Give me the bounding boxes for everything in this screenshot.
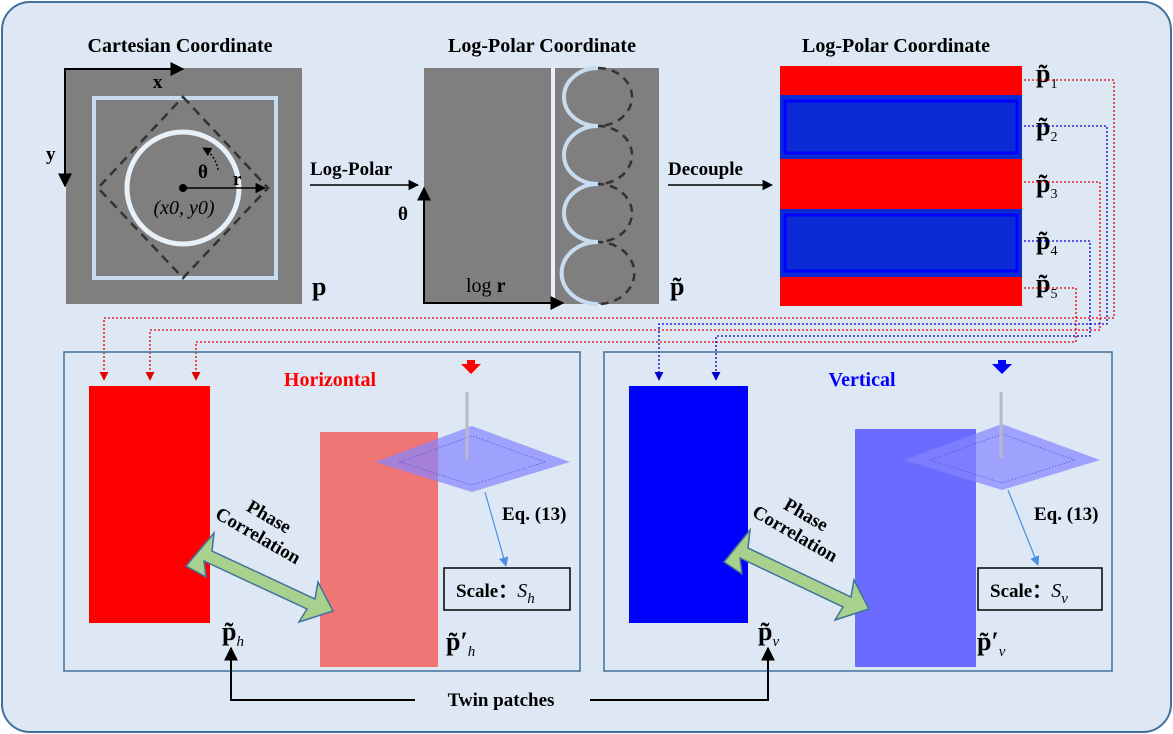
y-axis-label: y <box>46 144 56 165</box>
horizontal-patch-label: p̃h <box>222 617 244 650</box>
twin-arrow-left <box>224 646 415 701</box>
horizontal-peak-marker <box>461 364 481 374</box>
connector-strip1 <box>99 79 1115 381</box>
strip-2 <box>780 95 1022 159</box>
vertical-eq-label: Eq. (13) <box>1034 504 1098 525</box>
vertical-peak-marker <box>992 364 1012 374</box>
vertical-patch-label: p̃v <box>758 617 779 650</box>
twin-patches-label: Twin patches <box>448 690 555 711</box>
theta-label: θ <box>198 162 208 183</box>
twin-arrow-right <box>590 646 775 701</box>
strip-3 <box>780 159 1022 209</box>
vertical-peak-marker-stem <box>998 360 1006 365</box>
horizontal-title: Horizontal <box>284 369 377 391</box>
strip-4-inner <box>783 213 1019 273</box>
log-axis-label: log r <box>466 275 506 297</box>
cartesian-title: Cartesian Coordinate <box>88 35 273 57</box>
patch-p-label: p <box>312 272 326 301</box>
center-label: (x0, y0) <box>153 197 214 219</box>
scallop-dashed <box>597 66 636 306</box>
vertical-correlation-surface <box>904 392 1100 490</box>
logpolar-title-2: Log-Polar Coordinate <box>802 35 990 57</box>
strip-5 <box>780 277 1022 306</box>
vertical-title: Vertical <box>828 369 895 391</box>
logpolar-title-1: Log-Polar Coordinate <box>448 35 636 57</box>
connector-strip4 <box>711 240 1091 381</box>
strip-1-label: p̃1 <box>1036 59 1057 92</box>
logpolar-arrow-label: Log-Polar <box>310 159 393 180</box>
vertical-scale-text: Scale：Sv <box>990 580 1068 607</box>
horizontal-eq-arrow <box>484 491 509 567</box>
strip-4-label: p̃4 <box>1036 226 1057 259</box>
horizontal-phase-arrow <box>184 530 335 624</box>
strip-4 <box>780 209 1022 277</box>
scallop-solid <box>559 66 599 306</box>
horizontal-patch <box>89 386 210 623</box>
horizontal-panel <box>63 351 581 672</box>
horizontal-scale-text: Scale：Sh <box>456 580 535 607</box>
horizontal-eq-label: Eq. (13) <box>502 504 566 525</box>
logpolar-patch <box>424 68 659 304</box>
strip-2-inner <box>783 99 1019 155</box>
horizontal-peak-marker-stem <box>467 360 475 365</box>
horizontal-scale-box <box>443 567 571 611</box>
patch-ptilde-label: p̃ <box>670 272 684 301</box>
strip-3-label: p̃3 <box>1036 169 1057 202</box>
connector-strip2 <box>654 125 1108 381</box>
x-axis-label: x <box>153 72 163 93</box>
horizontal-patch-twin-label: p̃′h <box>446 627 475 660</box>
rotated-square <box>96 95 270 280</box>
connector-strip5 <box>191 287 1077 381</box>
vertical-panel <box>603 351 1113 672</box>
decouple-arrow-label: Decouple <box>668 159 743 180</box>
vertical-scale-box <box>977 567 1103 611</box>
horizontal-correlation-surface <box>375 392 570 492</box>
connector-strip3 <box>145 181 1101 381</box>
vertical-eq-arrow <box>1007 489 1040 566</box>
vertical-patch-twin-label: p̃′v <box>977 627 1006 660</box>
strip-1 <box>780 66 1022 95</box>
theta-axis-label: θ <box>398 204 408 225</box>
strip-2-label: p̃2 <box>1036 112 1057 145</box>
strip-5-label: p̃5 <box>1036 269 1057 302</box>
vertical-patch <box>629 386 748 623</box>
theta-arc <box>202 147 219 171</box>
vertical-phase-arrow <box>722 527 871 622</box>
radius-label: r <box>233 169 242 190</box>
